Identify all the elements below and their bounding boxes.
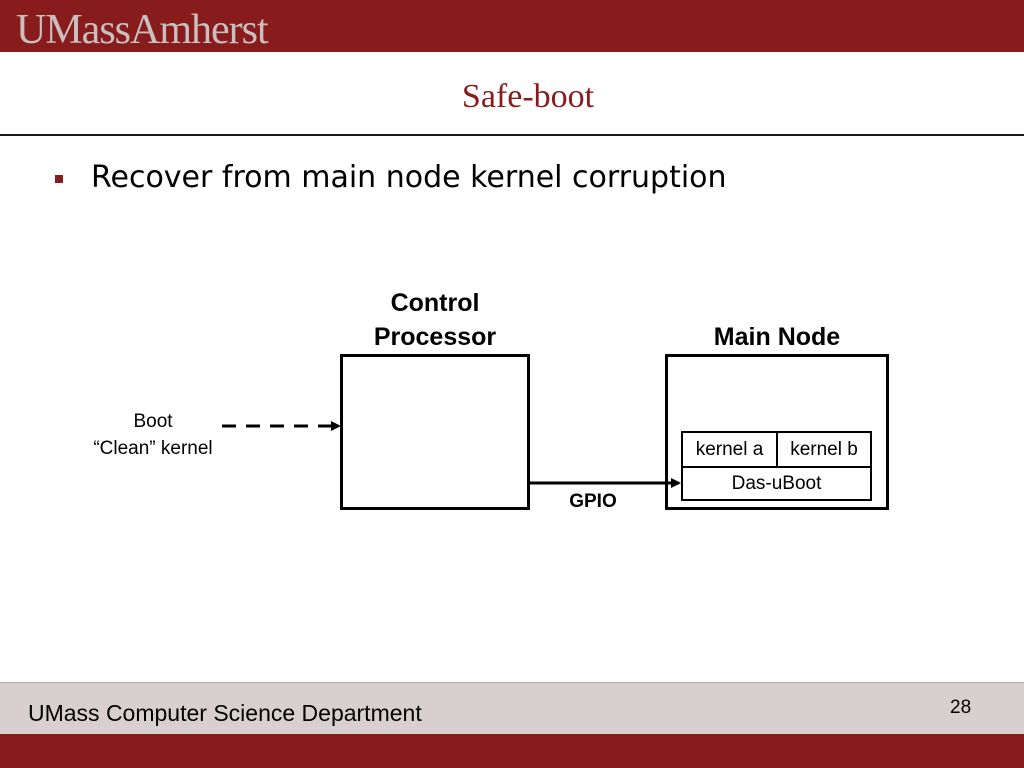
bottom-bar (0, 734, 1024, 768)
page-number: 28 (950, 697, 972, 718)
control-processor-label: Control Processor (340, 286, 530, 354)
kernel-b-cell: kernel b (776, 431, 872, 468)
bullet-item: Recover from main node kernel corruption (55, 160, 727, 195)
boot-source-label: Boot “Clean” kernel (73, 408, 233, 462)
bootloader-cell: Das-uBoot (681, 466, 872, 501)
department-footer-text: UMass Computer Science Department (28, 700, 422, 726)
header-bar: UMassAmherst (0, 0, 1024, 52)
title-divider (0, 134, 1024, 136)
control-processor-label-line2: Processor (373, 323, 497, 351)
kernel-a-cell: kernel a (681, 431, 778, 468)
boot-label: Boot (133, 411, 173, 432)
footer-bar (0, 682, 1024, 735)
square-bullet-icon (55, 174, 63, 183)
bullet-text: Recover from main node kernel corruption (91, 160, 727, 195)
control-processor-label-line1: Control (390, 289, 480, 317)
clean-kernel-label: “Clean” kernel (93, 438, 213, 459)
main-node-label: Main Node (713, 323, 841, 351)
umass-amherst-logo: UMassAmherst (16, 7, 269, 53)
gpio-label: GPIO (569, 491, 617, 512)
control-processor-box (340, 354, 530, 510)
slide-title: Safe-boot (461, 78, 595, 115)
